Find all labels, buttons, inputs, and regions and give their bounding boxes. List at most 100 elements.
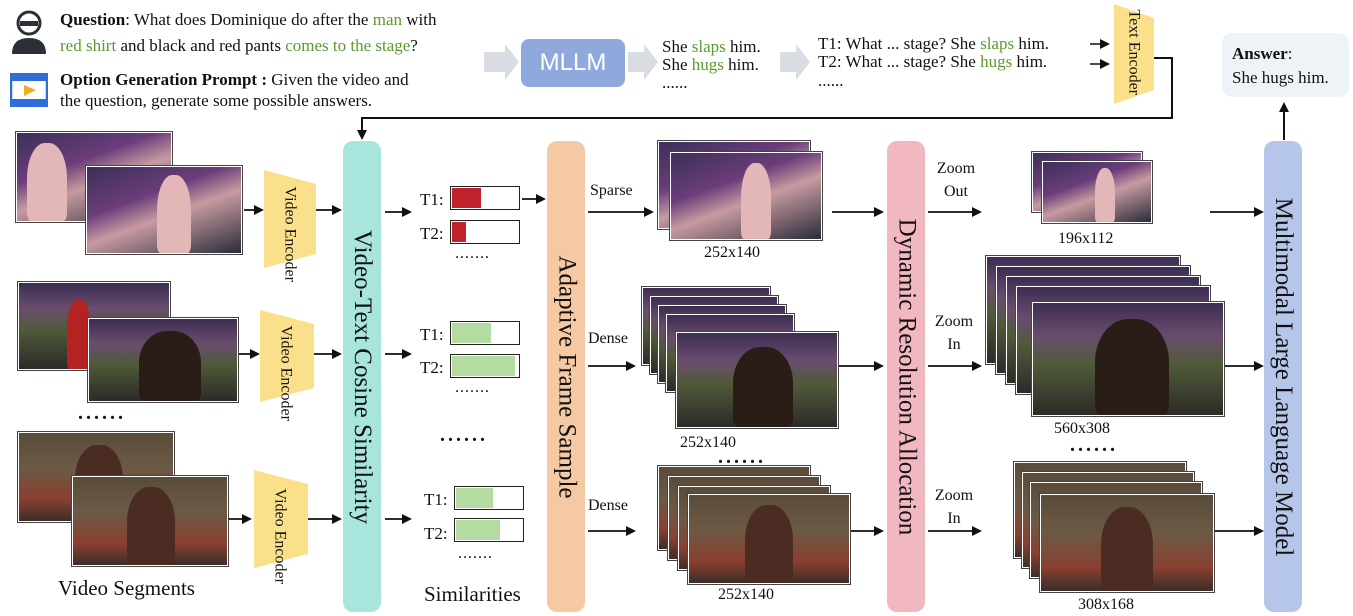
segment-1-frame-front bbox=[86, 166, 242, 254]
zoom-out-line-1: Zoom bbox=[936, 160, 976, 177]
video-encoder-label-1: Video Encoder bbox=[281, 186, 299, 282]
res-dense-1-label: 252x140 bbox=[680, 434, 736, 451]
dense-label-2: Dense bbox=[588, 497, 628, 514]
q1-seg-1: man bbox=[372, 10, 403, 29]
dense-ellipsis: ...... bbox=[718, 446, 766, 468]
mllm-long-label: Multimodal Large Language Model bbox=[1270, 197, 1298, 556]
sim-r3-dots: ....... bbox=[458, 545, 493, 562]
flow-chevron bbox=[484, 44, 519, 80]
answer-label: Answer bbox=[1232, 44, 1288, 63]
mllm-long-bar: Multimodal Large Language Model bbox=[1264, 141, 1302, 612]
sim-mid-ellipsis: ...... bbox=[440, 424, 488, 446]
sim-r2-t2-fill bbox=[452, 356, 516, 376]
question-label: Question bbox=[60, 10, 126, 29]
text-encoder-label: Text Encoder bbox=[1125, 9, 1143, 96]
sim-r3-t1-box bbox=[454, 486, 524, 510]
zoom-out-frame-2 bbox=[1042, 161, 1152, 223]
segment-3-frame-front bbox=[72, 476, 228, 566]
segment-2-frame-front bbox=[88, 318, 238, 402]
question-line-1: Question: What does Dominique do after t… bbox=[60, 10, 437, 30]
sim-r3-t2-fill bbox=[456, 520, 500, 540]
video-encoder-shape bbox=[264, 170, 316, 268]
cosine-similarity-label: Video-Text Cosine Similarity bbox=[349, 229, 376, 524]
option-1-pre: She bbox=[662, 37, 692, 56]
zoom-in-2-line-2: In bbox=[947, 510, 961, 527]
sim-r2-t1-label: T1: bbox=[420, 325, 444, 344]
zoom-in-a5 bbox=[1032, 302, 1224, 416]
sim-r1-t2-box bbox=[450, 220, 520, 244]
option-2-pre: She bbox=[662, 55, 692, 74]
dynamic-resolution-label: Dynamic Resolution Allocation bbox=[893, 218, 921, 535]
answer-text: She hugs him. bbox=[1232, 68, 1329, 87]
dense-frame-a5 bbox=[676, 332, 838, 428]
text-encoder-shape bbox=[1114, 4, 1154, 104]
user-icon bbox=[12, 10, 46, 54]
sim-r2-t2-label: T2: bbox=[420, 358, 444, 377]
zoom-ellipsis: ...... bbox=[1070, 434, 1118, 456]
flow-chevron bbox=[780, 44, 810, 80]
prompt-label: Option Generation Prompt : bbox=[60, 70, 267, 89]
option-2-post: him. bbox=[723, 55, 759, 74]
zoom-in-1-line-2: In bbox=[947, 336, 961, 353]
mllm-box: MLLM bbox=[521, 39, 625, 87]
answer-heading: Answer: bbox=[1232, 43, 1292, 65]
question-line-2: red shirt and black and red pants comes … bbox=[60, 36, 418, 56]
option-1-verb: slaps bbox=[691, 37, 726, 56]
sim-r2-t1-box bbox=[450, 321, 520, 345]
sim-r1-dots: ....... bbox=[455, 245, 490, 262]
adaptive-frame-label: Adaptive Frame Sample bbox=[553, 255, 580, 498]
answer-box bbox=[1222, 33, 1349, 97]
question-text-1: : What does Dominique do after the man w… bbox=[125, 10, 436, 29]
sim-r2-dots: ....... bbox=[455, 379, 490, 396]
flow-chevron bbox=[628, 44, 658, 80]
res-zoom-in-1-label: 560x308 bbox=[1054, 420, 1110, 437]
zoom-in-2-line-1: Zoom bbox=[934, 487, 974, 504]
sparse-label: Sparse bbox=[590, 182, 633, 199]
mllm-label: MLLM bbox=[539, 49, 607, 76]
text-more: ...... bbox=[818, 71, 844, 90]
dense-frame-b4 bbox=[688, 494, 850, 584]
sim-r2-t1-fill bbox=[452, 323, 492, 343]
res-dense-2-label: 252x140 bbox=[718, 586, 774, 603]
sampled-frame-sparse-2 bbox=[670, 152, 822, 240]
q1-seg-0: : What does Dominique do after the bbox=[125, 10, 373, 29]
option-more: ...... bbox=[662, 73, 688, 92]
q1-seg-2: with bbox=[402, 10, 437, 29]
cosine-similarity-bar: Video-Text Cosine Similarity bbox=[343, 141, 381, 612]
option-2-verb: hugs bbox=[691, 55, 724, 74]
sim-r1-t2-fill bbox=[452, 222, 466, 242]
segments-ellipsis: ...... bbox=[78, 402, 126, 424]
question-text-2: red shirt and black and red pants comes … bbox=[60, 36, 418, 55]
res-sparse-label: 252x140 bbox=[704, 244, 760, 261]
q2-seg-2: comes to the stage bbox=[285, 36, 411, 55]
text-t1-pre: T1: What ... stage? She bbox=[818, 34, 981, 53]
res-zoom-in-2-label: 308x168 bbox=[1078, 596, 1134, 613]
sim-r3-t1-fill bbox=[456, 488, 494, 508]
video-encoder-shape bbox=[254, 470, 308, 568]
video-icon bbox=[10, 73, 48, 107]
video-encoder-label-3: Video Encoder bbox=[271, 488, 289, 584]
sim-r3-t2-box bbox=[454, 518, 524, 542]
prompt-text-1: Given the video and bbox=[266, 70, 409, 89]
sim-r1-t1-fill bbox=[452, 188, 481, 208]
zoom-in-b4 bbox=[1040, 494, 1214, 592]
text-t2: T2: What ... stage? She hugs him. bbox=[818, 51, 1047, 73]
res-zoom-out-label: 196x112 bbox=[1058, 230, 1114, 247]
q2-seg-1: and black and red pants bbox=[116, 36, 286, 55]
text-t2-pre: T2: What ... stage? She bbox=[818, 52, 981, 71]
sim-r1-t1-label: T1: bbox=[420, 190, 444, 209]
text-t2-post: him. bbox=[1012, 52, 1048, 71]
video-encoder-shape bbox=[260, 310, 314, 402]
prompt-text-2: the question, generate some possible ans… bbox=[60, 91, 373, 110]
sim-r3-t1-label: T1: bbox=[424, 490, 448, 509]
text-t1-post: him. bbox=[1014, 34, 1050, 53]
adaptive-frame-bar: Adaptive Frame Sample bbox=[547, 141, 585, 612]
option-1: She slaps him. bbox=[662, 36, 761, 58]
sim-r2-t2-box bbox=[450, 354, 520, 378]
option-1-post: him. bbox=[725, 37, 761, 56]
